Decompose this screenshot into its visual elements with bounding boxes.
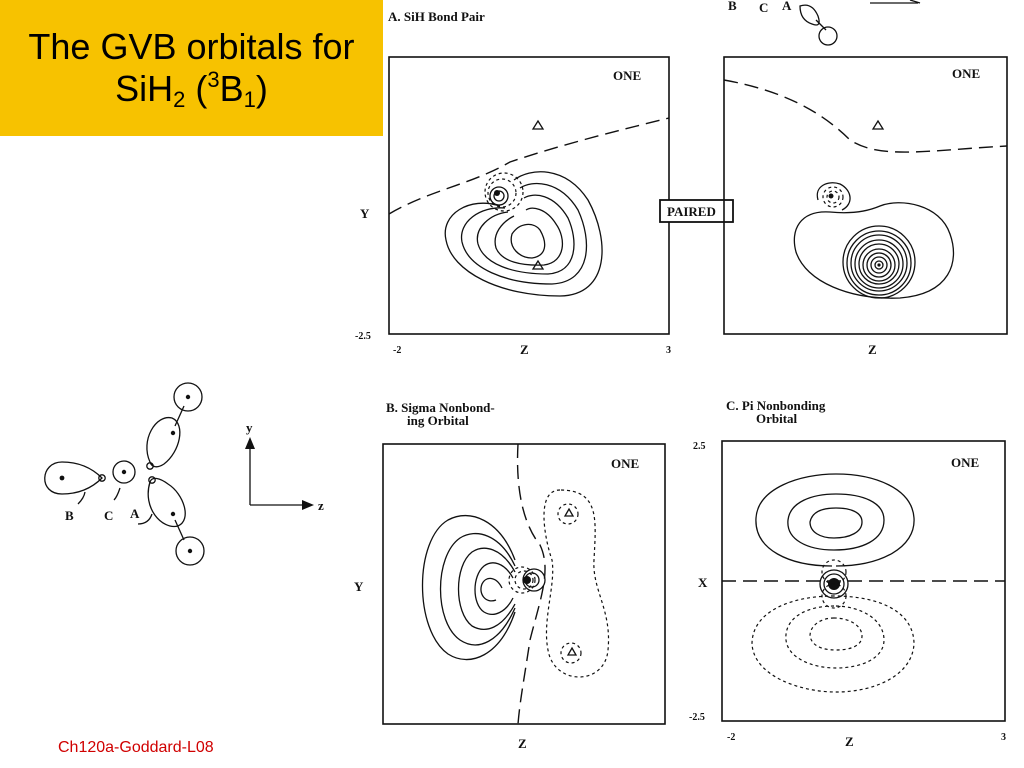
panel-a-y-tick: -2.5 [355,331,371,342]
panel-c-heading-1: C. Pi Nonbonding [726,398,826,413]
panel-a-x-tick-left: -2 [393,345,401,356]
panel-b-z-axis: Z [518,736,527,751]
panel-c-y-tick-top: 2.5 [693,441,706,452]
mini-label-c: C [759,0,768,15]
panel-a-right-tag: ONE [952,66,980,81]
panel-b-tag: ONE [611,456,639,471]
panel-a-x-tick-right: 3 [666,345,671,356]
panel-c-x-axis: X [698,575,708,590]
panel-b-plot: B. Sigma Nonbond- ing Orbital ONE Y Z [354,400,666,751]
panel-a-z-axis-left: Z [520,342,529,357]
panel-a-y-axis: Y [360,206,370,221]
panel-a-left-tag: ONE [613,68,641,83]
slide-title: The GVB orbitals for SiH2 (3B1) [0,0,383,136]
footer-course-code: Ch120a-Goddard-L08 [58,739,214,756]
panel-b-heading-2: ing Orbital [407,413,469,428]
panel-c-tag: ONE [951,455,979,470]
schematic-label-b: B [65,508,74,523]
paired-label: PAIRED [659,199,734,223]
panel-b-y-axis: Y [354,579,364,594]
panel-c-z-axis: Z [845,734,854,749]
schematic-label-a: A [130,506,140,521]
title-line-2: SiH2 (3B1) [115,67,268,112]
panel-b-heading-1: B. Sigma Nonbond- [386,400,495,415]
schematic-axis-y: y [246,420,253,435]
mini-label-a: A [782,0,792,13]
panel-a-right-plot: ONE Z [723,56,1008,357]
svg-text:PAIRED: PAIRED [667,204,716,219]
panel-a-heading: A. SiH Bond Pair [388,9,485,24]
panel-a-left-plot: ONE Y -2.5 -2 3 Z [355,56,671,357]
panel-c-plot: C. Pi Nonbonding Orbital ONE 2.5 X -2.5 … [689,398,1006,749]
orbital-schematic: B C A y z [44,382,324,566]
panel-c-x-tick-left: -2 [727,732,735,743]
panel-c-x-tick-right: 3 [1001,732,1006,743]
mini-molecule-diagram: B C A [728,0,921,46]
panel-c-y-tick-bottom: -2.5 [689,712,705,723]
title-line-1: The GVB orbitals for [28,26,355,67]
panel-a-z-axis-right: Z [868,342,877,357]
panel-c-heading-2: Orbital [756,411,798,426]
schematic-axis-z: z [318,498,324,513]
schematic-label-c: C [104,508,113,523]
mini-label-b: B [728,0,737,13]
